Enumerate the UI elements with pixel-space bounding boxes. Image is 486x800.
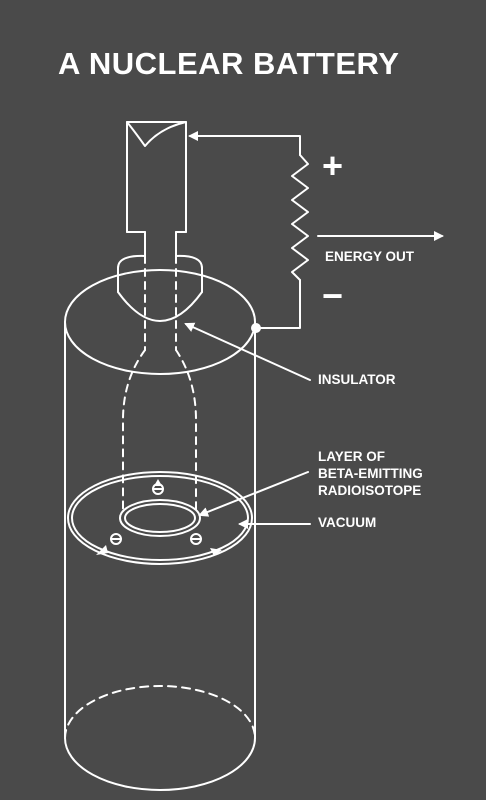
positive-terminal-sign: +: [322, 145, 344, 186]
vacuum-disk-outer: [67, 471, 253, 565]
electron-right-minus: [192, 538, 200, 540]
resistor-zigzag: [291, 154, 309, 281]
center-ring-inner: [124, 503, 196, 533]
insulator-leader: [184, 322, 311, 381]
radioisotope-label-line-1: LAYER OF: [318, 449, 386, 464]
electron-back-minus: [154, 488, 162, 490]
inner-tube-left-flare: [122, 349, 146, 511]
vacuum-disk-inner: [71, 475, 249, 561]
diagram-title: A NUCLEAR BATTERY: [58, 46, 400, 81]
radioisotope-label-line-2: BETA-EMITTING: [318, 466, 423, 481]
electron-back-arrow: [154, 479, 162, 486]
electron-left: [110, 533, 122, 545]
circuit-wire-bottom: [255, 279, 301, 329]
electron-left-arrow: [96, 545, 108, 555]
cylinder-bottom-back: [64, 685, 256, 739]
cylinder-bottom-front: [64, 737, 256, 791]
electrode-cup: [126, 121, 187, 147]
layer-leader: [198, 471, 309, 517]
radioisotope-label-line-3: RADIOISOTOPE: [318, 483, 422, 498]
electron-right: [190, 533, 202, 545]
electron-left-minus: [112, 538, 120, 540]
negative-terminal-sign: −: [322, 275, 344, 316]
insulator-collar-base: [117, 291, 203, 322]
circuit-wire-top: [188, 131, 301, 156]
insulator-label: INSULATOR: [318, 372, 396, 387]
vacuum-label: VACUUM: [318, 515, 377, 530]
terminal-dot: [251, 323, 261, 333]
radioisotope-layer-label: LAYER OF BETA-EMITTING RADIOISOTOPE: [318, 448, 423, 499]
energy-out-label: ENERGY OUT: [325, 249, 415, 264]
center-ring-outer: [119, 499, 201, 537]
inner-tube-right-flare: [175, 349, 197, 511]
electron-right-arrow: [210, 548, 222, 556]
insulator-collar-top: [117, 254, 203, 269]
